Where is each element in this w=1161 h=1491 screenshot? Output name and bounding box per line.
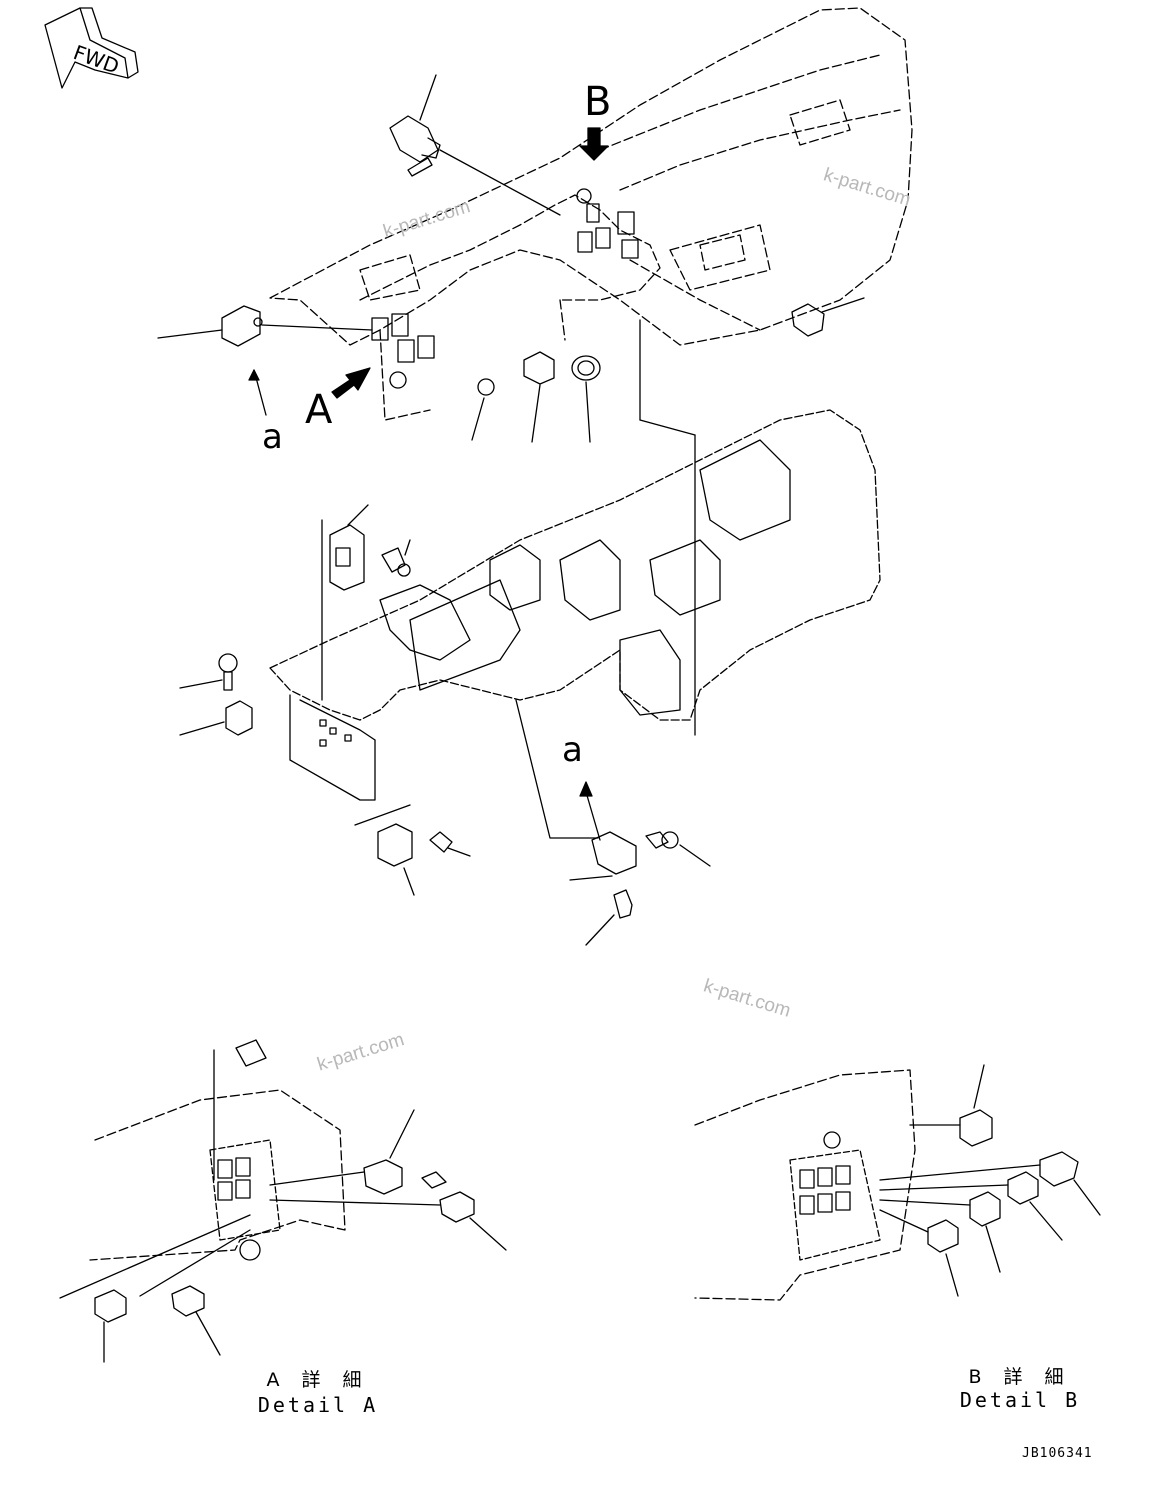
bolt-relay-left-part (179, 653, 253, 736)
switch-bank-a (371, 313, 435, 389)
view-b-label: B (584, 79, 612, 125)
drawing-code: JB106341 (1022, 1446, 1093, 1461)
detail-b-title-jp: B 詳 細 (968, 1366, 1072, 1388)
detail-b-inset (694, 1064, 1101, 1301)
dashboard-frame (269, 409, 881, 801)
dashboard-panel (269, 7, 913, 421)
view-a-arrow-icon (331, 367, 371, 399)
plug-part (471, 351, 601, 443)
detail-a-inset (59, 1039, 507, 1363)
relay-lower-left-part (354, 804, 471, 896)
detail-b-title-en: Detail B (959, 1388, 1081, 1412)
fwd-arrow-icon: FWD (44, 7, 139, 89)
relay-box-part (321, 504, 411, 701)
detail-a-title-jp: A 詳 細 (266, 1369, 370, 1391)
key-switch-part (389, 74, 561, 216)
view-b-arrow-icon (579, 127, 609, 161)
view-a-label: A (305, 387, 333, 433)
socket-part (791, 297, 865, 337)
part-marker-a-upper: a (262, 417, 283, 457)
part-marker-a-center: a (562, 730, 583, 770)
detail-a-title-en: Detail A (257, 1393, 379, 1417)
switch-bank-b (576, 188, 639, 259)
bracket-a-part (515, 699, 711, 946)
relay-a-part (157, 305, 373, 416)
fwd-text: FWD (70, 40, 122, 79)
